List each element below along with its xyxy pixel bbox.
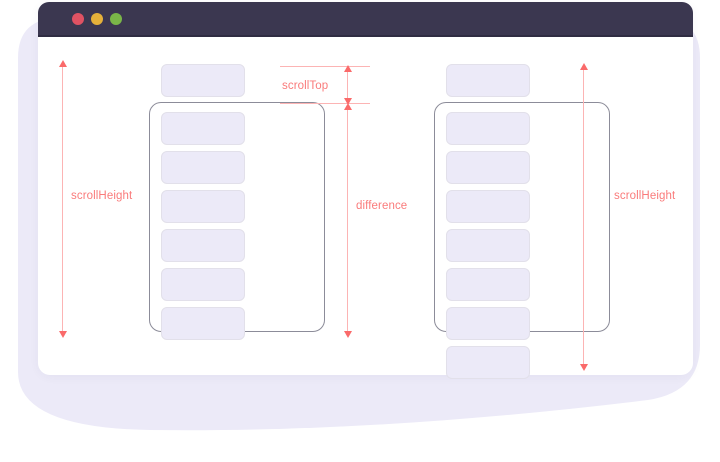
list-item — [446, 307, 530, 340]
window-titlebar — [38, 2, 693, 37]
list-item — [161, 307, 245, 340]
list-item — [161, 268, 245, 301]
browser-window: scrollHeight scrollTop difference — [38, 2, 693, 379]
list-item — [161, 112, 245, 145]
arrow-head-down-icon — [343, 331, 352, 338]
window-content: scrollHeight scrollTop difference — [38, 37, 693, 379]
minimize-window-icon[interactable] — [91, 13, 103, 25]
arrow-head-up-icon — [343, 103, 352, 110]
difference-label: difference — [356, 200, 408, 212]
arrow-head-down-icon — [58, 331, 67, 338]
list-item — [161, 151, 245, 184]
arrow-head-up-icon — [58, 60, 67, 67]
arrow-head-up-icon — [579, 63, 588, 70]
list-item — [446, 268, 530, 301]
maximize-window-icon[interactable] — [110, 13, 122, 25]
list-item — [446, 112, 530, 145]
list-item — [446, 190, 530, 223]
close-window-icon[interactable] — [72, 13, 84, 25]
arrow-head-up-icon — [343, 65, 352, 72]
right-scroll-illustration — [428, 37, 643, 379]
scrolltop-arrow — [343, 65, 352, 105]
arrow-head-down-icon — [343, 98, 352, 105]
scrolltop-upper-guide — [280, 66, 370, 67]
list-item — [446, 346, 530, 379]
arrow-head-down-icon — [579, 364, 588, 371]
scrollheight-right-label: scrollHeight — [614, 190, 676, 202]
list-item — [446, 229, 530, 262]
scrolltop-lower-guide — [280, 103, 370, 104]
list-item — [161, 64, 245, 97]
list-item — [446, 151, 530, 184]
list-item — [446, 64, 530, 97]
scrollheight-right-arrow — [579, 63, 588, 371]
difference-arrow — [343, 103, 352, 338]
left-scroll-illustration — [143, 37, 358, 375]
list-item — [161, 190, 245, 223]
list-item — [161, 229, 245, 262]
scrollheight-left-arrow — [58, 60, 67, 338]
scrollheight-left-label: scrollHeight — [71, 190, 133, 202]
scrolltop-label: scrollTop — [282, 80, 329, 92]
